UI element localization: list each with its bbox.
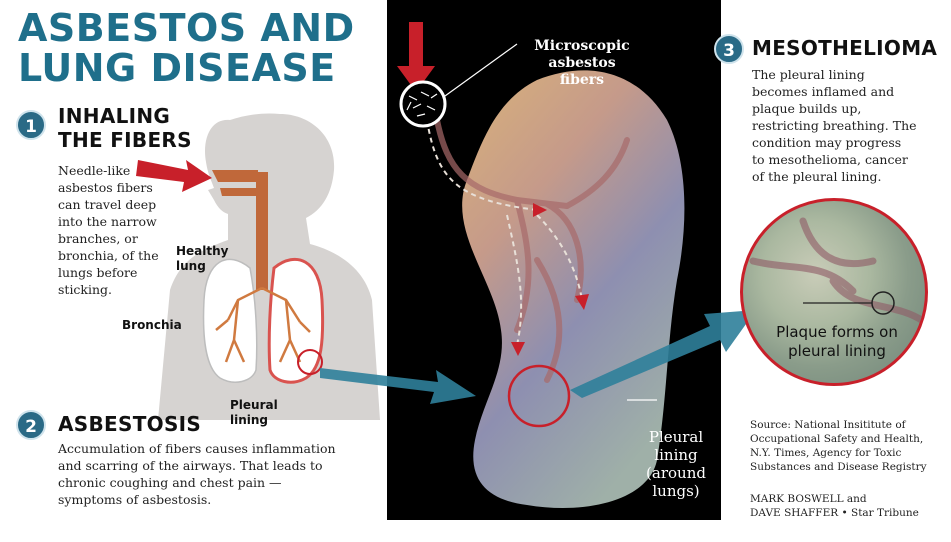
pleural-around-line: lining bbox=[654, 446, 698, 464]
section-3-line: plaque builds up, bbox=[752, 101, 862, 116]
source-line: Occupational Safety and Health, bbox=[750, 433, 924, 445]
section-2-heading: ASBESTOSIS bbox=[58, 412, 202, 436]
teal-arrow-icon bbox=[320, 368, 476, 404]
microscopic-label-line: fibers bbox=[559, 72, 605, 88]
section-1-line: branches, or bbox=[58, 231, 138, 246]
source-line: Substances and Disease Registry bbox=[750, 461, 927, 473]
right-lung bbox=[267, 257, 325, 384]
section-3-line: becomes inflamed and bbox=[752, 84, 895, 99]
connector-arrow-left bbox=[320, 368, 476, 404]
section-3-line: to mesothelioma, cancer bbox=[752, 152, 908, 167]
section-2-line: symptoms of asbestosis. bbox=[58, 492, 212, 507]
fiber-magnifier-circle bbox=[399, 80, 447, 128]
step-badge-1: 1 bbox=[16, 110, 46, 140]
body-silhouette-illustration bbox=[136, 113, 380, 420]
connector-arrow-right bbox=[570, 310, 756, 398]
microscopic-fibers-label: Microscopic asbestos fibers bbox=[522, 38, 642, 89]
left-lung bbox=[202, 258, 258, 383]
microscopic-callout-line bbox=[444, 43, 518, 97]
healthy-lung-label-line: lung bbox=[176, 259, 206, 273]
page-title: ASBESTOS AND LUNG DISEASE bbox=[18, 8, 378, 88]
teal-arrow-icon bbox=[570, 310, 756, 398]
pleural-around-line: lungs) bbox=[652, 482, 700, 500]
healthy-lung-label: Healthy lung bbox=[176, 244, 229, 274]
fiber-needles-icon bbox=[406, 91, 438, 117]
healthy-lung-label-line: Healthy bbox=[176, 244, 229, 258]
source-line: N.Y. Times, Agency for Toxic bbox=[750, 447, 902, 459]
section-1-line: can travel deep bbox=[58, 197, 157, 212]
section-3-line: of the pleural lining. bbox=[752, 169, 882, 184]
section-1-line: bronchia, of the bbox=[58, 248, 159, 263]
lung-shape bbox=[462, 70, 685, 509]
bronchial-tree bbox=[215, 286, 311, 363]
section-2-line: and scarring of the airways. That leads … bbox=[58, 458, 323, 473]
bronchia-label: Bronchia bbox=[122, 318, 182, 332]
source-line: Source: National Insititute of bbox=[750, 419, 906, 431]
plaque-label-line: Plaque forms on bbox=[776, 323, 898, 341]
section-1-heading-line-1: INHALING bbox=[58, 104, 171, 128]
pleural-lining-label-line: lining bbox=[230, 413, 269, 427]
inset-texture bbox=[749, 217, 925, 325]
section-1-body: Needle-like asbestos fibers can travel d… bbox=[58, 162, 198, 298]
section-3-body: The pleural lining becomes inflamed and … bbox=[752, 66, 942, 185]
section-2-line: Accumulation of fibers causes inflammati… bbox=[58, 441, 336, 456]
step-badge-3: 3 bbox=[714, 34, 744, 64]
trachea bbox=[256, 172, 268, 290]
byline-line: MARK BOSWELL and bbox=[750, 493, 867, 505]
section-1-line: lungs before bbox=[58, 265, 138, 280]
pleural-around-line: (around bbox=[646, 464, 706, 482]
section-2-body: Accumulation of fibers causes inflammati… bbox=[58, 440, 368, 508]
plaque-label: Plaque forms on pleural lining bbox=[757, 323, 917, 361]
mouth-airway bbox=[220, 188, 260, 196]
inhale-arrow-icon bbox=[136, 160, 212, 192]
section-1-line: Needle-like bbox=[58, 163, 131, 178]
byline-line: DAVE SHAFFER • Star Tribune bbox=[750, 507, 919, 519]
section-1-line: asbestos fibers bbox=[58, 180, 153, 195]
section-1-heading-line-2: THE FIBERS bbox=[58, 128, 192, 152]
pleural-around-lungs-label: Pleural lining (around lungs) bbox=[634, 428, 718, 500]
section-3-line: condition may progress bbox=[752, 135, 902, 150]
microscopic-label-line: Microscopic bbox=[534, 38, 630, 54]
title-line-2: LUNG DISEASE bbox=[18, 46, 336, 90]
section-3-heading: MESOTHELIOMA bbox=[752, 36, 938, 60]
section-3-line: restricting breathing. The bbox=[752, 118, 917, 133]
pleural-around-line: Pleural bbox=[648, 428, 704, 446]
section-3-line: The pleural lining bbox=[752, 67, 865, 82]
step-badge-2: 2 bbox=[16, 410, 46, 440]
pleural-lining-label: Pleural lining bbox=[230, 398, 278, 428]
lung-illustration bbox=[397, 22, 685, 509]
fiber-path-arrowheads bbox=[511, 203, 589, 356]
title-line-1: ASBESTOS AND bbox=[18, 6, 355, 50]
inhale-down-arrow-icon bbox=[397, 22, 435, 92]
section-1-line: into the narrow bbox=[58, 214, 157, 229]
plaque-label-line: pleural lining bbox=[788, 342, 886, 360]
lung-airways bbox=[434, 117, 630, 383]
pleural-focus-circle bbox=[507, 364, 571, 428]
section-1-heading: INHALING THE FIBERS bbox=[58, 104, 192, 152]
microscopic-label-line: asbestos bbox=[548, 55, 616, 71]
fiber-path-lines bbox=[426, 119, 583, 346]
byline: MARK BOSWELL and DAVE SHAFFER • Star Tri… bbox=[750, 492, 945, 520]
pleural-highlight-circle bbox=[297, 349, 323, 375]
pleural-lining-label-line: Pleural bbox=[230, 398, 278, 412]
source-note: Source: National Insititute of Occupatio… bbox=[750, 418, 945, 474]
pleural-plaque-inset: Plaque forms on pleural lining bbox=[740, 198, 928, 386]
section-2-line: chronic coughing and chest pain — bbox=[58, 475, 282, 490]
section-1-line: sticking. bbox=[58, 282, 113, 297]
lung-illustration-panel bbox=[387, 0, 721, 520]
nasal-airway bbox=[212, 170, 258, 182]
